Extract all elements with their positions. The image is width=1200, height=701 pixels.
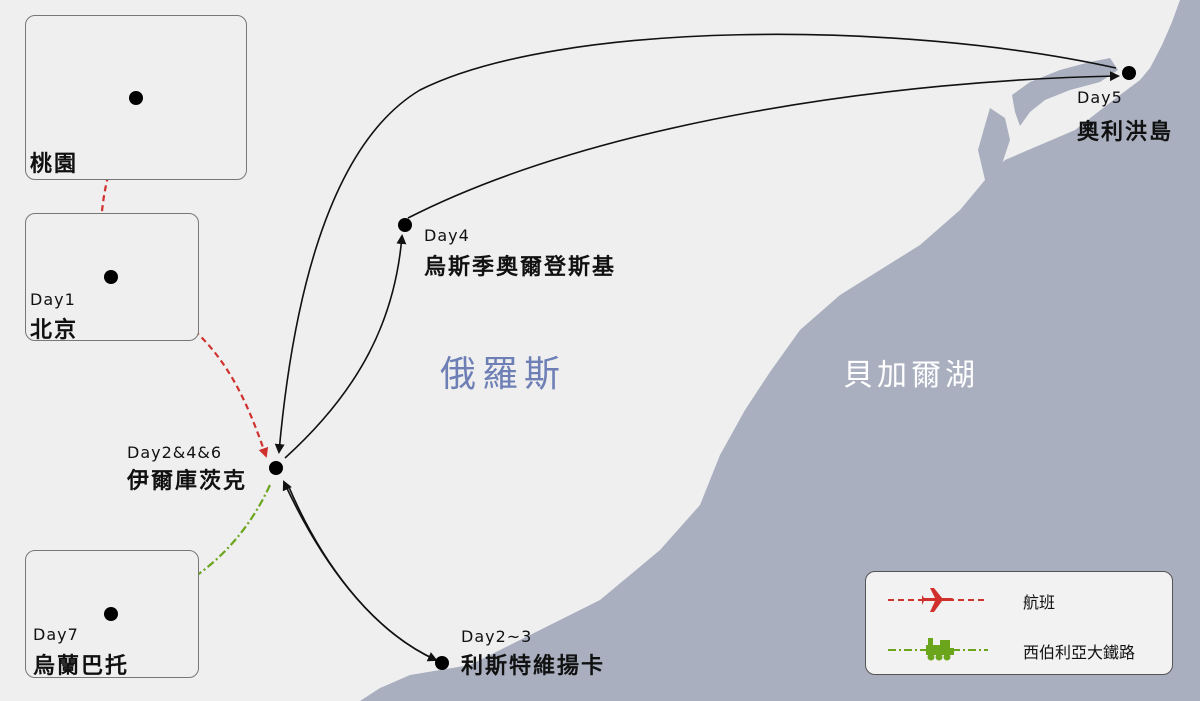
stop-dot-listvyanka[interactable] — [435, 656, 449, 670]
airplane-icon — [922, 588, 954, 612]
route-irkutsk-ustorda — [284, 234, 407, 459]
route-listvyanka-irkutsk — [282, 480, 437, 661]
route-irkutsk-listvyanka — [287, 484, 438, 662]
stop-dot-ustorda[interactable] — [398, 218, 412, 232]
lake-baikal-channel-shape — [600, 470, 835, 701]
stop-name-irkutsk: 伊爾庫茨克 — [127, 469, 248, 494]
stop-dot-taoyuan[interactable] — [129, 91, 143, 105]
stop-name-olkhon: 奧利洪島 — [1077, 120, 1174, 145]
stop-day-listvyanka: Day2~3 — [461, 627, 533, 646]
railway-route-irkutsk-ulaanbaatar — [122, 484, 271, 615]
stop-name-beijing: 北京 — [30, 318, 79, 343]
region-label-russia: 俄羅斯 — [440, 354, 567, 395]
stop-day-irkutsk: Day2&4&6 — [127, 443, 223, 462]
stop-dot-irkutsk[interactable] — [269, 461, 283, 475]
stop-day-ulaanbaatar: Day7 — [33, 625, 79, 644]
lake-label-baikal: 貝加爾湖 — [843, 358, 979, 393]
stop-day-ustorda: Day4 — [424, 226, 470, 245]
stop-dot-olkhon[interactable] — [1122, 66, 1136, 80]
stop-name-ulaanbaatar: 烏蘭巴托 — [33, 654, 130, 679]
legend-label-flight: 航班 — [1023, 593, 1056, 612]
train-icon — [926, 638, 954, 661]
stop-day-olkhon: Day5 — [1077, 88, 1123, 107]
lake-baikal-coast-shape — [978, 108, 1010, 180]
stop-name-taoyuan: 桃園 — [30, 152, 79, 177]
route-ustorda-olkhon — [407, 71, 1120, 219]
legend-label-railway: 西伯利亞大鐵路 — [1023, 643, 1136, 662]
route-olkhon-irkutsk — [274, 33, 1117, 454]
stop-name-ustorda: 烏斯季奧爾登斯基 — [424, 255, 617, 280]
stop-name-listvyanka: 利斯特維揚卡 — [461, 654, 606, 679]
stop-dot-ulaanbaatar[interactable] — [104, 607, 118, 621]
legend: 航班 西伯利亞大鐵路 — [865, 571, 1173, 675]
stop-day-beijing: Day1 — [30, 290, 76, 309]
lake-baikal-north-shape — [1012, 58, 1118, 126]
stop-dot-beijing[interactable] — [104, 270, 118, 284]
